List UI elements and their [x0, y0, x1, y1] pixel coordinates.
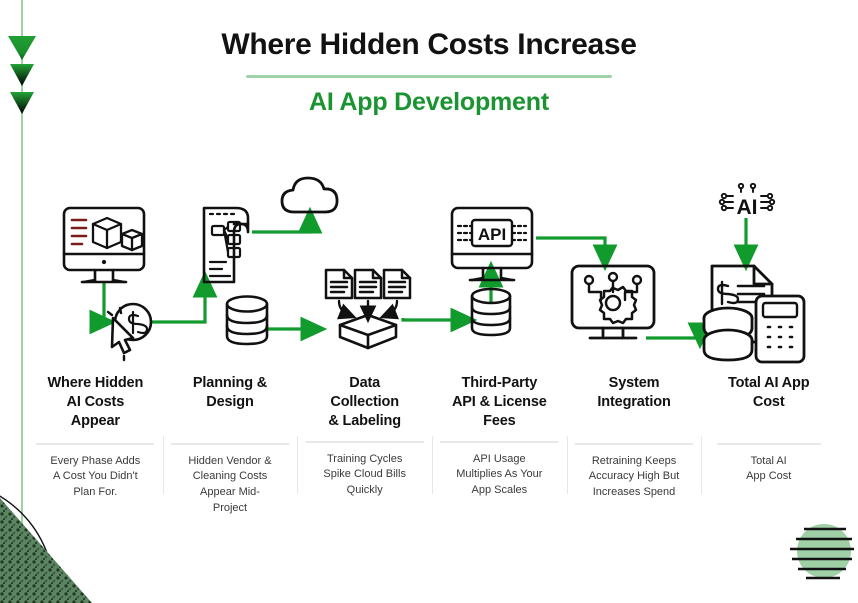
stage-divider — [716, 443, 821, 445]
stage-heading: Third-Party API & License Fees — [451, 375, 547, 430]
stage-heading: Where Hidden AI Costs Appear — [47, 375, 144, 430]
stage-body: Retraining Keeps Accuracy High But Incre… — [588, 454, 680, 498]
stage-columns: Where Hidden AI Costs Appear Every Phase… — [28, 374, 836, 514]
stage-divider — [575, 443, 694, 445]
stage-column-1: Where Hidden AI Costs Appear Every Phase… — [28, 374, 163, 504]
api-icon-text: API — [478, 225, 506, 244]
stage-divider — [171, 443, 289, 445]
flow-diagram-svg: API — [62, 176, 806, 364]
monitor-gear-circuit-icon — [570, 264, 656, 340]
textured-triangle-arcs — [0, 488, 130, 603]
documents-into-datablock-icon — [324, 268, 412, 350]
stage-column-5: System Integration Retraining Keeps Accu… — [566, 374, 702, 504]
header: Where Hidden Costs Increase AI App Devel… — [0, 28, 858, 117]
stage-heading: Data Collection & Labeling — [328, 375, 401, 430]
corner-br-svg — [790, 524, 854, 580]
monitor-boxes-icon — [62, 206, 146, 284]
cursor-dollar-coin-icon — [106, 302, 153, 362]
striped-circle — [782, 517, 854, 585]
gradient-triangles — [6, 34, 38, 114]
api-monitor-icon: API — [450, 206, 534, 282]
flow-arrows — [89, 206, 759, 350]
ai-icon-text: AI — [737, 196, 758, 219]
stage-body: Hidden Vendor & Cleaning Costs Appear Mi… — [188, 454, 272, 514]
stage-body: Training Cycles Spike Cloud Bills Quickl… — [323, 452, 406, 497]
stage-divider — [440, 441, 559, 443]
stage-column-2: Planning & Design Hidden Vendor & Cleani… — [162, 374, 298, 514]
stage-column-3: Data Collection & Labeling Training Cycl… — [297, 374, 432, 504]
page-title: Where Hidden Costs Increase — [221, 28, 637, 61]
left-vertical-line — [21, 0, 23, 603]
ai-circuit-logo-icon: AI — [718, 182, 776, 219]
stage-body: API Usage Multiplies As Your App Scales — [456, 452, 543, 497]
stage-body: Total AI App Cost — [746, 454, 792, 483]
stage-heading: Total AI App Cost — [727, 375, 810, 411]
flow-diagram: API — [0, 170, 858, 370]
page-subtitle: AI App Development — [309, 87, 549, 116]
title-divider — [246, 74, 612, 78]
coin-stack-icon — [702, 306, 754, 362]
database-cylinder-icon — [470, 287, 512, 337]
corner-bl-svg — [0, 495, 92, 603]
stage-divider — [305, 441, 424, 443]
stage-column-4: Third-Party API & License Fees API Usage… — [432, 374, 567, 504]
stage-heading: Planning & Design — [192, 375, 268, 411]
cloud-icon — [280, 176, 339, 214]
stage-column-6: Total AI App Cost Total AI App Cost — [701, 374, 836, 504]
blueprint-flowchart-icon — [202, 206, 250, 284]
database-cylinder-icon — [225, 295, 269, 346]
gradient-triangles-svg — [8, 36, 36, 114]
calculator-icon — [754, 294, 806, 364]
stage-body: Every Phase Adds A Cost You Didn't Plan … — [50, 454, 141, 499]
stage-heading: System Integration — [597, 375, 671, 411]
stage-divider — [36, 443, 155, 445]
